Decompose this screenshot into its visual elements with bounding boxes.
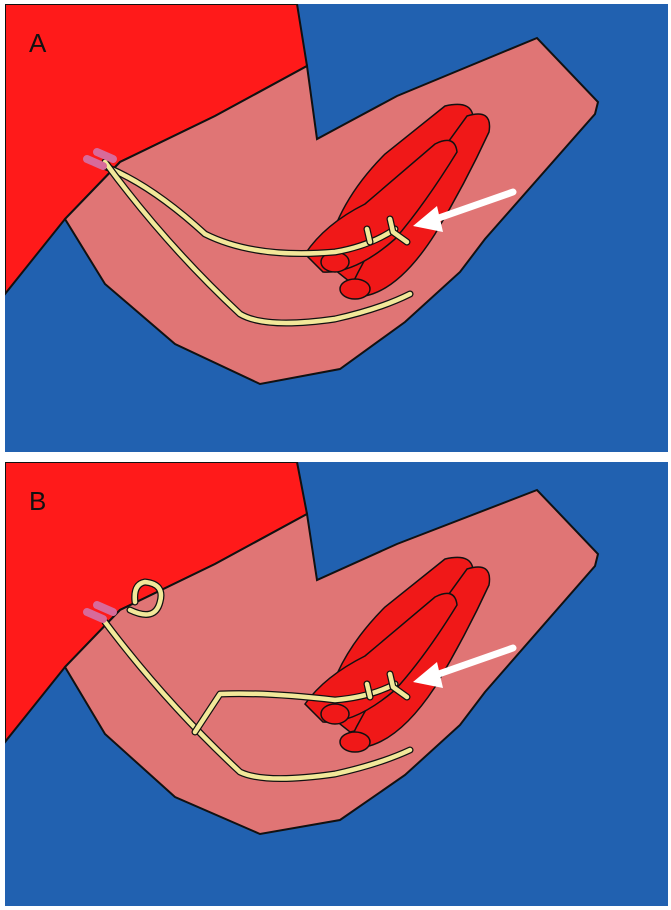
panel-a-drawing	[5, 4, 668, 452]
panel-b: B	[5, 462, 668, 906]
panel-b-drawing	[5, 462, 668, 906]
panel-label-b: B	[29, 486, 46, 517]
panel-label-a: A	[29, 28, 46, 59]
panel-a: A	[5, 4, 668, 452]
